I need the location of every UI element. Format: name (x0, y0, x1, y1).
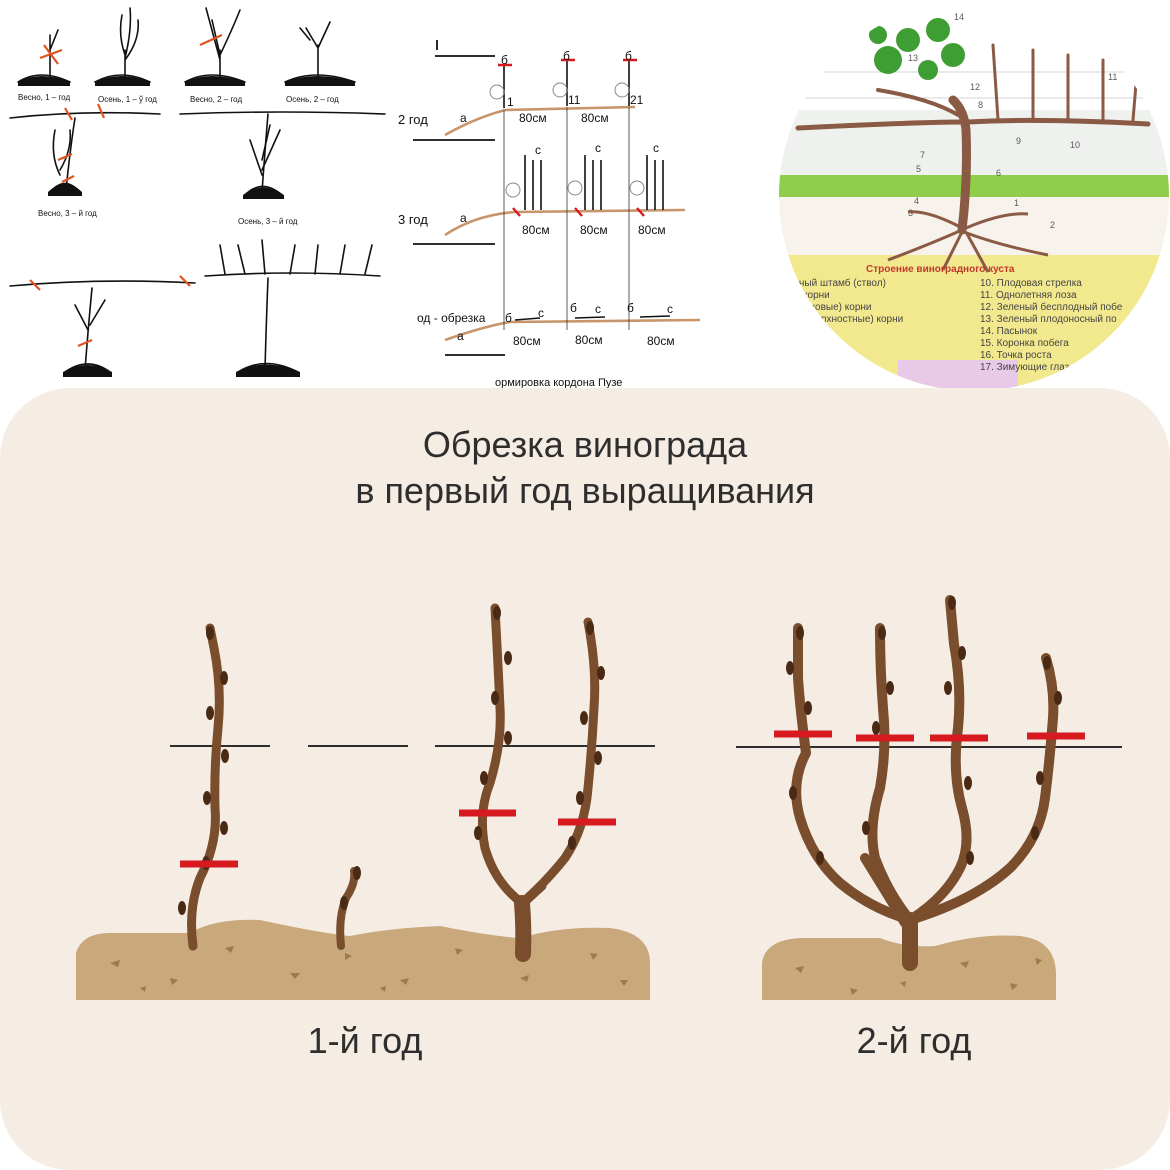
svg-text:4: 4 (914, 196, 919, 206)
svg-text:21: 21 (630, 93, 644, 107)
svg-text:7: 7 (920, 150, 925, 160)
svg-text:80см: 80см (580, 223, 608, 237)
svg-text:80см: 80см (575, 333, 603, 347)
svg-text:ные корни: ные корни (782, 290, 830, 301)
vine-shoot (187, 623, 224, 951)
sketch-caption: Весно, 2 – год (190, 95, 242, 104)
sketch-stem (49, 29, 59, 81)
svg-text:80см: 80см (522, 223, 550, 237)
vine-arm (867, 623, 915, 925)
svg-text:ие (боковые) корни: ие (боковые) корни (782, 301, 871, 313)
svg-text:10. Плодовая стрелка: 10. Плодовая стрелка (980, 278, 1082, 289)
pruning-sketches-panel: Весно, 1 – год Осень, 1 – ў год Весно, 2… (0, 0, 390, 390)
svg-text:б: б (625, 49, 632, 63)
pruning-illustration (76, 595, 1122, 1000)
svg-text:штамб: штамб (782, 349, 813, 361)
svg-text:6: 6 (996, 168, 1001, 178)
svg-text:а: а (460, 211, 467, 225)
year2-label: 2-й год (856, 1020, 972, 1061)
svg-text:уста: уста (782, 326, 802, 337)
main-title-line2: в первый год выращивания (355, 470, 815, 511)
svg-text:17. Зимующие глаз: 17. Зимующие глаз (980, 362, 1070, 373)
svg-text:80см: 80см (519, 111, 547, 125)
main-infographic-panel: Обрезка винограда в первый год выращиван… (0, 388, 1170, 1170)
svg-text:8: 8 (978, 100, 983, 110)
vine-arm (905, 653, 1059, 925)
svg-text:12: 12 (970, 82, 980, 92)
year1-label: 1-й год (307, 1020, 423, 1061)
sketch-caption: Осень, 2 – год (286, 95, 339, 104)
vine-shoot (477, 603, 527, 908)
cordon-scheme-panel: 2 год а б б б 1 11 21 80см 80см 3 год а … (395, 30, 715, 390)
svg-text:17: 17 (788, 110, 798, 120)
svg-text:1: 1 (507, 95, 514, 109)
sketch-caption: Весно, 1 – год (18, 93, 70, 102)
buds (178, 596, 1062, 915)
svg-text:ная лоза): ная лоза) (782, 362, 826, 373)
sketch-caption: Осень, 1 – ў год (98, 95, 157, 104)
vines (187, 595, 1059, 971)
sketch-soil (17, 74, 71, 83)
main-title-line1: Обрезка винограда (422, 424, 748, 465)
svg-text:б: б (501, 53, 508, 67)
sketch-cut-marks (29, 33, 223, 348)
svg-text:13. Зеленый плодоносный по: 13. Зеленый плодоносный по (980, 314, 1117, 325)
svg-text:с: с (667, 302, 673, 316)
svg-text:80см: 80см (647, 334, 675, 348)
vine-trunk (514, 895, 532, 962)
vine-arm (791, 623, 915, 925)
bush-structure: 15 14 13 12 8 11 10 9 17 7 5 6 4 3 1 2 С… (779, 1, 1169, 391)
cordon-row-label: 2 год (398, 112, 428, 127)
svg-text:13: 13 (908, 53, 918, 63)
sketch-caption: Весно, 3 – й год (38, 209, 97, 218)
structure-heading: Строение виноградного куста (866, 264, 1015, 275)
vine-shoot (517, 617, 600, 908)
svg-text:3: 3 (908, 208, 913, 218)
svg-text:с: с (595, 141, 601, 155)
cut-marks (180, 730, 1085, 868)
svg-text:11. Однолетняя лоза: 11. Однолетняя лоза (980, 290, 1077, 301)
svg-text:а: а (460, 111, 467, 125)
svg-text:5: 5 (916, 164, 921, 174)
svg-text:с: с (653, 141, 659, 155)
svg-text:80см: 80см (638, 223, 666, 237)
svg-text:земный штамб (ствол): земный штамб (ствол) (782, 277, 886, 289)
svg-text:9: 9 (1016, 136, 1021, 146)
svg-text:80см: 80см (581, 111, 609, 125)
svg-text:б: б (570, 301, 577, 315)
svg-text:б: б (563, 49, 570, 63)
soil-spots (110, 946, 1042, 995)
svg-text:11: 11 (1108, 72, 1117, 82)
svg-text:б: б (627, 301, 634, 315)
svg-text:с: с (595, 302, 601, 316)
svg-text:2: 2 (1050, 220, 1055, 230)
soil-mound-year1 (76, 919, 650, 1000)
sketch-soil-fill (18, 76, 355, 377)
cordon-row-label: од - обрезка (417, 311, 486, 325)
svg-text:1: 1 (1014, 198, 1019, 208)
svg-text:15. Коронка побега: 15. Коронка побега (980, 337, 1069, 349)
svg-text:ие (поверхностные) корни: ие (поверхностные) корни (782, 314, 903, 325)
svg-text:14: 14 (954, 12, 964, 22)
svg-text:б: б (505, 311, 512, 325)
svg-text:16. Точка роста: 16. Точка роста (980, 350, 1052, 361)
cordon-scheme: 2 год а б б б 1 11 21 80см 80см 3 год а … (398, 40, 701, 389)
svg-text:80см: 80см (513, 334, 541, 348)
sketch-caption: Осень, 3 – й год (238, 217, 298, 226)
pruning-sketches: Весно, 1 – год Осень, 1 – ў год Весно, 2… (9, 7, 386, 377)
svg-text:а: а (457, 329, 464, 343)
svg-text:10: 10 (1070, 140, 1080, 150)
svg-text:11: 11 (568, 93, 581, 107)
svg-text:с: с (538, 306, 544, 320)
vine-arm (905, 595, 972, 925)
cordon-caption: ормировка кордона Пузе (495, 377, 622, 389)
svg-text:ой побег: ой побег (782, 337, 822, 349)
svg-text:14. Пасынок: 14. Пасынок (980, 326, 1038, 337)
sketch-wire (9, 111, 161, 119)
svg-text:с: с (535, 143, 541, 157)
bush-structure-panel: 15 14 13 12 8 11 10 9 17 7 5 6 4 3 1 2 С… (778, 0, 1170, 392)
svg-text:15: 15 (890, 6, 900, 16)
svg-text:12. Зеленый бесплодный побе: 12. Зеленый бесплодный побе (980, 301, 1123, 313)
cordon-row-label: 3 год (398, 212, 428, 227)
